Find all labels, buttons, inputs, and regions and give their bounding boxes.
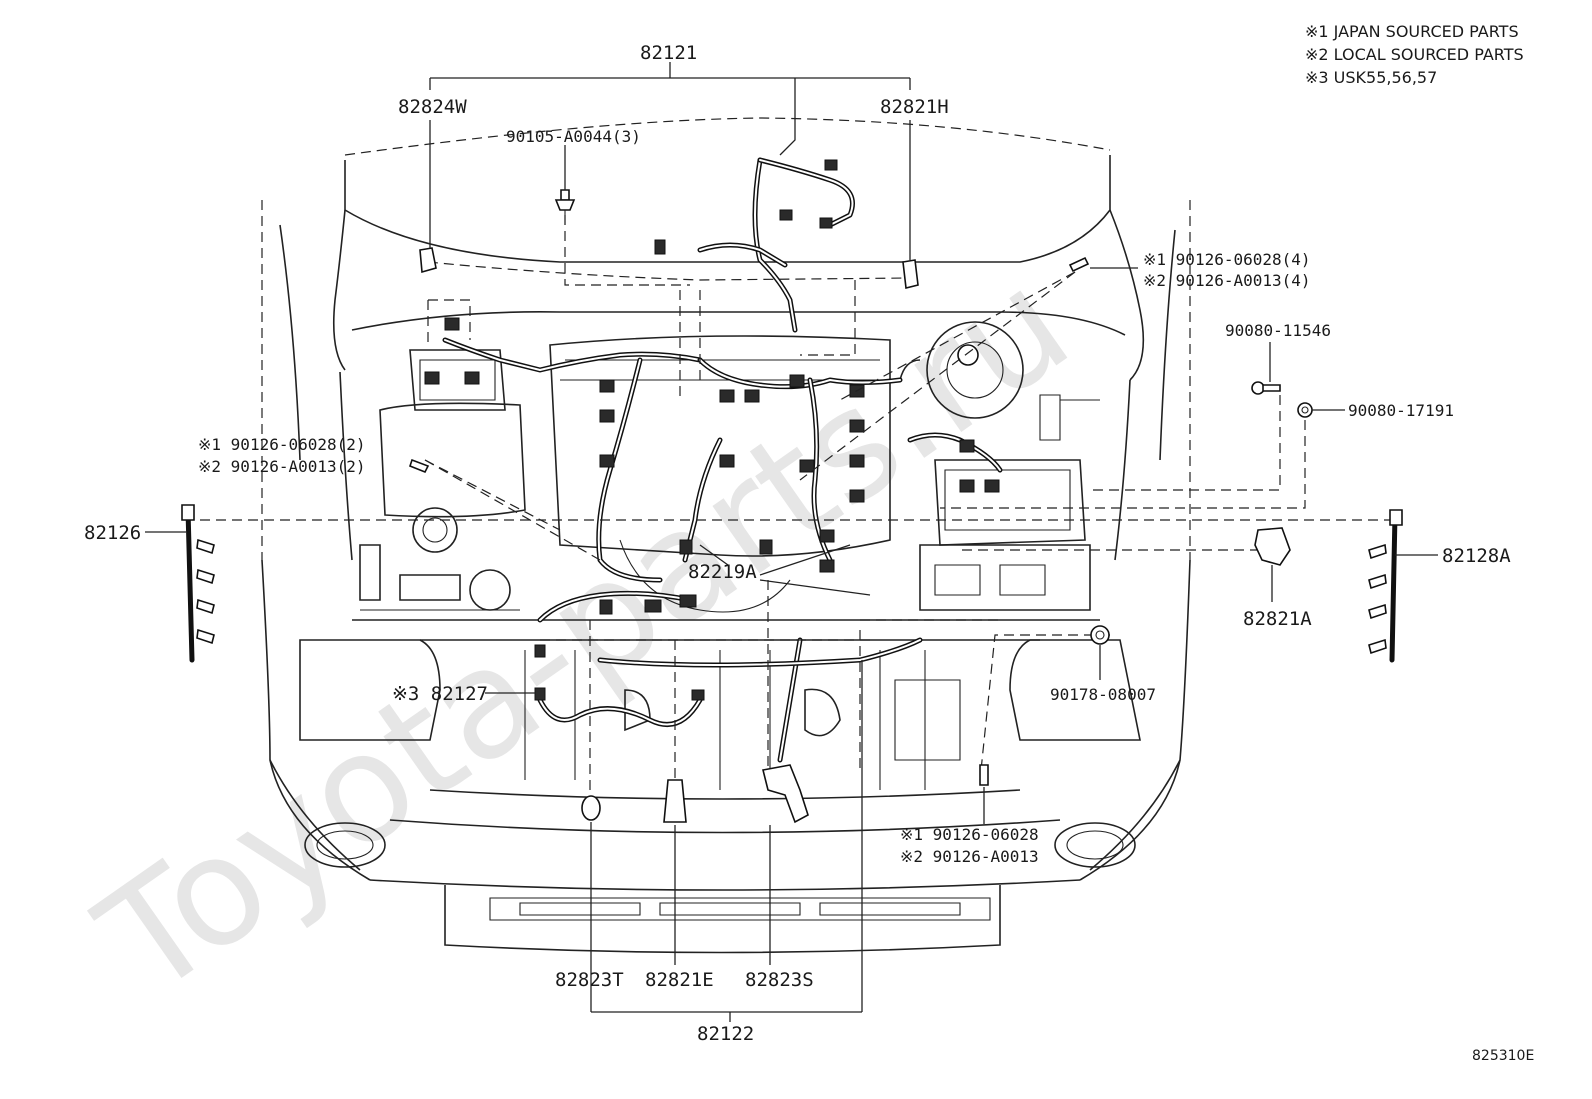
note-1: ※1 JAPAN SOURCED PARTS: [1305, 22, 1519, 41]
label-82219A: 82219A: [688, 561, 757, 583]
reference-lines: [200, 215, 1395, 800]
label-90080-11546: 90080-11546: [1225, 321, 1331, 340]
illustration-code: 825310E: [1472, 1048, 1534, 1064]
fastener-parts: [181, 189, 1403, 824]
label-clip1-local: ※2 90126-A0013: [900, 847, 1039, 866]
label-82122: 82122: [697, 1023, 754, 1045]
vehicle-outline: [261, 117, 1191, 954]
label-82128A: 82128A: [1442, 545, 1511, 567]
label-82127: ※3 82127: [392, 683, 488, 705]
label-90105-A0044: 90105-A0044(3): [506, 127, 641, 146]
part-labels: 82121 82824W 82821H 90105-A0044(3) ※1 90…: [84, 42, 1511, 1045]
label-82824W: 82824W: [398, 96, 467, 118]
label-clip2-japan: ※1 90126-06028(2): [198, 435, 366, 454]
label-90178-08007: 90178-08007: [1050, 685, 1156, 704]
label-82121: 82121: [640, 42, 697, 64]
label-clip1-japan: ※1 90126-06028: [900, 825, 1039, 844]
label-82821A: 82821A: [1243, 608, 1312, 630]
label-90080-17191: 90080-17191: [1348, 401, 1454, 420]
label-82823S: 82823S: [745, 969, 814, 991]
notes-legend: ※1 JAPAN SOURCED PARTS ※2 LOCAL SOURCED …: [1305, 22, 1524, 87]
watermark: Toyota-parts.ru: [70, 237, 1099, 1030]
label-82821H: 82821H: [880, 96, 949, 118]
note-2: ※2 LOCAL SOURCED PARTS: [1305, 45, 1524, 64]
note-3: ※3 USK55,56,57: [1305, 68, 1437, 87]
label-82821E: 82821E: [645, 969, 714, 991]
leader-lines: [145, 62, 1438, 1022]
label-clip2-local: ※2 90126-A0013(2): [198, 457, 366, 476]
label-clip4-japan: ※1 90126-06028(4): [1143, 250, 1311, 269]
label-82126: 82126: [84, 522, 141, 544]
harness-connectors: [424, 159, 1000, 701]
harness-bundles: [442, 157, 1003, 763]
label-82823T: 82823T: [555, 969, 624, 991]
label-clip4-local: ※2 90126-A0013(4): [1143, 271, 1311, 290]
